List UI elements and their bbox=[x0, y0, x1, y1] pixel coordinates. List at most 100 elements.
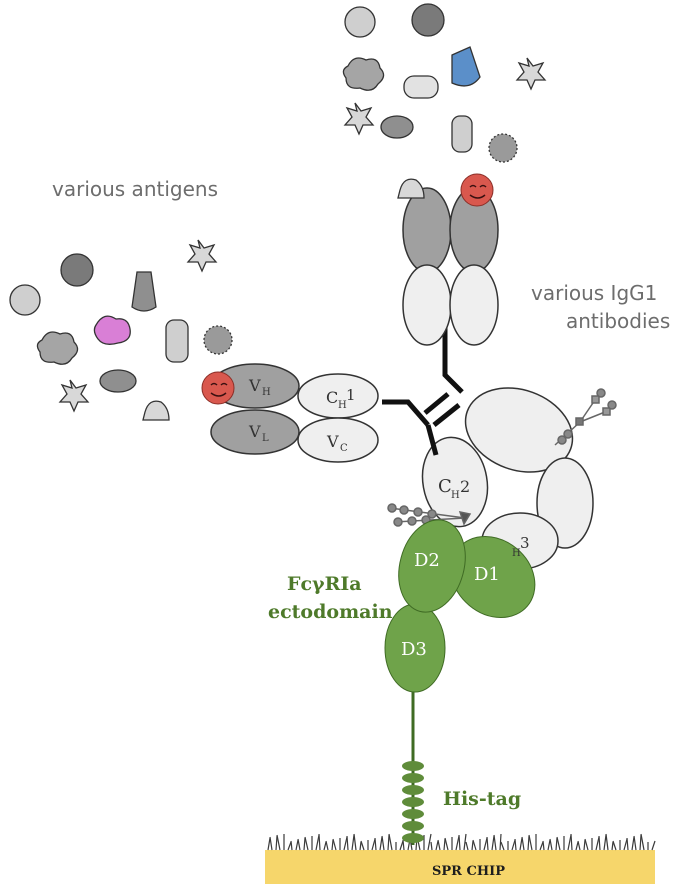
surface-strand bbox=[346, 835, 349, 851]
surface-strand bbox=[325, 840, 329, 851]
vc-domain bbox=[297, 417, 379, 463]
antigen-tall bbox=[451, 115, 473, 153]
vh-sub: H bbox=[262, 387, 271, 398]
surface-strand bbox=[331, 839, 334, 851]
surface-strand bbox=[295, 839, 299, 851]
surface-strand bbox=[343, 836, 348, 851]
antigen-pink bbox=[93, 315, 131, 345]
ch2-sub: H bbox=[451, 490, 460, 501]
surface-strand bbox=[463, 833, 467, 851]
antigen-drop bbox=[397, 178, 425, 199]
antigen-tall bbox=[165, 319, 189, 363]
fab-arm-left bbox=[210, 363, 379, 463]
surface-strand bbox=[511, 839, 516, 851]
vl-label: V bbox=[248, 422, 261, 441]
antigen-oval bbox=[99, 369, 137, 393]
antigen-capsule bbox=[403, 75, 439, 99]
chip-label: SPR CHIP bbox=[432, 864, 505, 879]
ch2-num: 2 bbox=[460, 477, 470, 496]
surface-strand bbox=[443, 838, 446, 851]
receptor-label-line1: FcγRIa bbox=[287, 573, 362, 595]
vl-sub: L bbox=[262, 433, 269, 444]
ch1-sub: H bbox=[338, 400, 347, 411]
antigen-round bbox=[411, 3, 445, 37]
surface-strand bbox=[499, 833, 502, 851]
surface-strand bbox=[491, 835, 495, 851]
antigen-star bbox=[186, 239, 218, 273]
surface-strand bbox=[374, 837, 377, 851]
antigen-blob bbox=[36, 331, 79, 365]
surface-strand bbox=[570, 833, 573, 851]
surface-strand bbox=[360, 840, 365, 851]
surface-strand bbox=[465, 841, 469, 851]
vl-domain bbox=[210, 409, 300, 455]
antigen-star bbox=[515, 57, 547, 91]
surface-strand bbox=[623, 838, 628, 851]
vc-sub: C bbox=[340, 443, 348, 454]
surface-strand bbox=[514, 838, 517, 851]
spr-chip: SPR CHIP bbox=[265, 833, 656, 884]
surface-strand bbox=[598, 835, 601, 851]
surface-strand bbox=[626, 837, 629, 851]
surface-strand bbox=[583, 839, 586, 851]
surface-strand bbox=[556, 836, 561, 851]
surface-strand bbox=[547, 839, 551, 851]
antigen-star bbox=[58, 379, 90, 413]
antigen-spiky bbox=[488, 133, 518, 163]
fab-arm-upper bbox=[402, 187, 499, 346]
surface-strand bbox=[519, 837, 523, 851]
surface-strand bbox=[483, 837, 488, 851]
surface-strand bbox=[351, 834, 355, 851]
surface-strand bbox=[595, 836, 600, 851]
surface-strand bbox=[332, 838, 337, 851]
surface-strand bbox=[444, 837, 449, 851]
antigen-round bbox=[9, 284, 41, 316]
surface-strand bbox=[612, 840, 617, 851]
antigen-cluster-left bbox=[9, 239, 233, 421]
bound-antigen-upper bbox=[460, 173, 494, 207]
chip-surface bbox=[265, 850, 655, 884]
surface-strand bbox=[323, 841, 327, 851]
surface-strand bbox=[521, 836, 525, 851]
surface-strand bbox=[455, 835, 460, 851]
surface-strand bbox=[542, 840, 545, 851]
surface-strand bbox=[388, 833, 393, 851]
surface-strand bbox=[303, 837, 306, 851]
surface-strand bbox=[611, 841, 614, 851]
surface-strand bbox=[577, 840, 581, 851]
surface-strand bbox=[603, 834, 607, 851]
antigen-round bbox=[344, 6, 376, 38]
surface-strand bbox=[567, 834, 572, 851]
his-tag bbox=[402, 690, 424, 845]
surface-strand bbox=[381, 835, 385, 851]
surface-strand bbox=[640, 833, 645, 851]
surface-strand bbox=[402, 839, 405, 851]
surface-strand bbox=[458, 834, 461, 851]
surface-strand bbox=[639, 834, 642, 851]
surface-strand bbox=[359, 841, 362, 851]
antigen-cluster-upper bbox=[342, 3, 547, 199]
ch2-domain-right bbox=[464, 387, 574, 473]
surface-strand bbox=[437, 839, 441, 851]
surface-strand bbox=[549, 838, 553, 851]
surface-strand bbox=[387, 834, 390, 851]
receptor-label-line2: ectodomain bbox=[268, 601, 393, 623]
surface-strand bbox=[379, 836, 383, 851]
surface-strand bbox=[269, 836, 273, 851]
d1-label: D1 bbox=[474, 564, 500, 585]
surface-strand bbox=[633, 835, 637, 851]
surface-strand bbox=[353, 833, 357, 851]
surface-strand bbox=[290, 840, 293, 851]
his-tag-label: His-tag bbox=[443, 788, 521, 810]
surface-strand bbox=[486, 836, 489, 851]
antigens-label: various antigens bbox=[52, 177, 218, 201]
surface-strand bbox=[399, 840, 404, 851]
fcgr1a-receptor bbox=[384, 519, 536, 693]
surface-strand bbox=[631, 836, 635, 851]
d2-domain bbox=[398, 519, 466, 613]
surface-strand bbox=[584, 838, 589, 851]
antibodies-label-line2: antibodies bbox=[566, 309, 670, 333]
surface-strand bbox=[527, 835, 530, 851]
surface-strand bbox=[651, 840, 656, 851]
